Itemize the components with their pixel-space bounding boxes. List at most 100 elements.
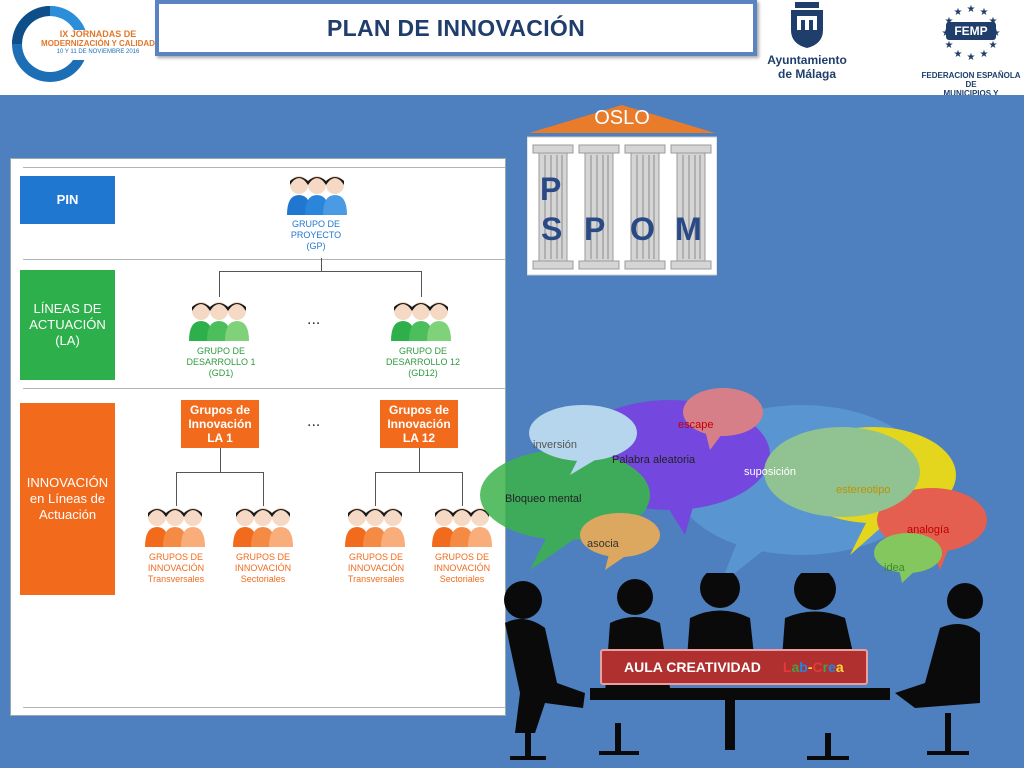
svg-text:★: ★ [954,7,963,18]
people-group-icon-leaf [233,508,293,547]
brand-letter: a [835,659,844,675]
malaga-logo: Ayuntamiento de Málaga [762,2,852,88]
gi-la12-box: Grupos de Innovación LA 12 [380,400,458,448]
gd1-line3: (GD1) [208,368,234,378]
gi12-line3: LA 12 [402,431,436,445]
leaf-caption-sectorial-1: GRUPOS DE INNOVACIÓN Sectoriales [218,552,308,585]
event-logo: IX JORNADAS DE MODERNIZACIÓN Y CALIDAD 1… [10,4,160,84]
connector [375,472,463,473]
gd1-line1: GRUPO DE [196,346,245,356]
temple-letter-s: S [541,211,563,247]
connector [263,472,264,506]
leaf-s1-line2: INNOVACIÓN [234,563,292,573]
bubble-word-escape: escape [678,419,714,431]
connector [219,271,422,272]
brand-letter: b [799,659,808,675]
gd1-line2: DESARROLLO 1 [186,357,256,367]
title-box: PLAN DE INNOVACIÓN [155,0,757,56]
connector [321,258,322,271]
gi1-line3: LA 1 [207,431,233,445]
connector [176,472,177,506]
brand-letter: a [791,659,800,675]
gi12-line2: Innovación [387,417,451,431]
aula-creatividad-banner: AULA CREATIVIDAD Lab-Crea [600,649,868,685]
bubble-word-suposicion: suposición [744,466,796,478]
svg-text:★: ★ [945,40,954,51]
gd1-caption: GRUPO DE DESARROLLO 1 (GD1) [171,346,271,379]
connector [220,448,221,472]
people-group-icon-leaf [145,508,205,547]
gp-line3: (GP) [306,241,326,251]
people-group-icon-leaf [432,508,492,547]
gd12-caption: GRUPO DE DESARROLLO 12 (GD12) [373,346,473,379]
leaf-caption-transversal-12: GRUPOS DE INNOVACIÓN Transversales [331,552,421,585]
bubble-word-inversion: inversión [533,439,578,451]
malaga-line1: Ayuntamiento [767,53,847,67]
connector [462,472,463,506]
gp-line1: GRUPO DE [291,219,340,229]
brand-letter: - [807,659,813,675]
org-chart-panel: PIN LÍNEAS DE ACTUACIÓN (LA) INNOVACIÓN … [10,158,506,716]
leaf-t12-line1: GRUPOS DE [348,552,403,562]
divider [23,388,505,389]
leaf-s12-line3: Sectoriales [439,574,485,584]
header: IX JORNADAS DE MODERNIZACIÓN Y CALIDAD 1… [0,0,1024,107]
divider [23,259,505,260]
bubble-word-analogia: analogía [907,524,950,536]
ellipsis: ... [307,413,321,430]
svg-text:★: ★ [980,49,989,60]
svg-text:★: ★ [945,16,954,27]
divider [23,167,505,168]
leaf-t12-line2: INNOVACIÓN [347,563,405,573]
temple-letter-top: P [540,171,562,207]
ellipsis: ... [307,311,321,328]
gp-caption: GRUPO DE PROYECTO (GP) [266,219,366,252]
bubble-word-asocia: asocia [587,538,619,550]
svg-text:★: ★ [980,7,989,18]
bubble-word-estereotipo: estereotipo [836,484,891,496]
gi1-line2: Innovación [188,417,252,431]
page-title: PLAN DE INNOVACIÓN [327,14,585,41]
malaga-shield-icon [791,2,823,48]
connector [421,271,422,297]
temple-letter-p: P [584,211,606,247]
svg-text:★: ★ [989,16,998,27]
main-area: PIN LÍNEAS DE ACTUACIÓN (LA) INNOVACIÓN … [0,95,1024,768]
leaf-s1-line1: GRUPOS DE [235,552,290,562]
leaf-s1-line3: Sectoriales [240,574,286,584]
oslo-temple: OSLO P S P O M [526,101,718,281]
svg-text:★: ★ [954,49,963,60]
bubble-word-bloqueo-mental: Bloqueo mental [505,493,582,505]
connector [375,472,376,506]
svg-text:★: ★ [992,28,1001,39]
lab-crea-brand: Lab-Crea [783,659,844,675]
row-label-lineas: LÍNEAS DE ACTUACIÓN (LA) [20,270,115,380]
leaf-t1-line1: GRUPOS DE [148,552,203,562]
speech-bubbles-graphic [480,388,987,585]
divider [23,707,505,708]
gd12-line3: (GD12) [408,368,438,378]
people-group-icon-gd1 [189,302,249,341]
people-group-icon-leaf [345,508,405,547]
temple-letter-o: O [630,211,655,247]
brand-letter: r [822,659,829,675]
bubble-word-idea: idea [884,562,905,574]
aula-label: AULA CREATIVIDAD [624,659,761,675]
people-group-icon-gp [287,176,347,215]
bubble-word-palabra-aleatoria: Palabra aleatoria [612,454,696,466]
event-logo-graphic [12,6,160,82]
gd12-line2: DESARROLLO 12 [385,357,461,367]
people-group-icon-gd12 [391,302,451,341]
connector [219,271,220,297]
temple-roof-label: OSLO [594,107,650,129]
event-logo-line1: IX JORNADAS DE [59,29,137,39]
leaf-t12-line3: Transversales [347,574,405,584]
leaf-t1-line3: Transversales [147,574,205,584]
row-label-innovacion: INNOVACIÓN en Líneas de Actuación [20,403,115,595]
gi1-line1: Grupos de [189,403,250,417]
leaf-s12-line2: INNOVACIÓN [433,563,491,573]
femp-badge: FEMP [946,22,996,40]
gp-line2: PROYECTO [290,230,342,240]
event-logo-line3: 10 Y 11 DE NOVIEMBRE 2016 [56,49,140,55]
svg-text:★: ★ [989,40,998,51]
